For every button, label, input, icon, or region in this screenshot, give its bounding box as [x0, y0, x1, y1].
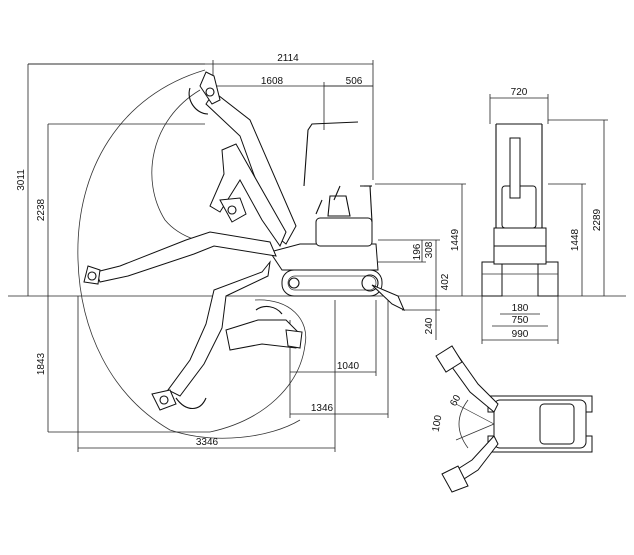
dim-label-2238: 2238: [36, 198, 47, 221]
dim-label-308: 308: [424, 241, 435, 258]
boom-mid: [209, 143, 287, 248]
bucket-low: [83, 265, 101, 285]
track: [281, 269, 383, 297]
boom-arm-mid: [209, 143, 287, 248]
engine-cover: [315, 217, 373, 247]
front-view: 720 2289 1448 180 750 990: [481, 87, 608, 344]
upper-structure: [269, 243, 379, 271]
track-left-front: [481, 261, 503, 297]
bucket-swing-high: [188, 87, 209, 115]
body-front: [493, 227, 547, 247]
dim-label-2114: 2114: [277, 53, 299, 64]
dim-label-2289: 2289: [592, 208, 603, 231]
boom-low: [83, 231, 277, 285]
swing-line-right: [455, 423, 495, 441]
dim-label-3346: 3346: [196, 437, 219, 448]
drive-sprocket: [361, 274, 379, 292]
boom-front: [509, 137, 521, 199]
top-view: 60 100: [431, 345, 593, 493]
seat-top: [539, 403, 575, 445]
dim-label-1346: 1346: [311, 403, 334, 414]
swing-line-left: [455, 403, 495, 425]
boom-dig: [151, 260, 303, 411]
canopy-front: [495, 123, 543, 240]
dim-label-720: 720: [511, 87, 528, 98]
dim-label-1448: 1448: [570, 228, 581, 251]
seat: [327, 195, 351, 217]
dim-label-1608: 1608: [261, 76, 284, 87]
bucket-pin-dig: [159, 395, 169, 405]
bucket-dig-low: [151, 389, 177, 411]
canopy-rear: [360, 185, 373, 223]
bucket-pin-mid: [227, 205, 237, 215]
swing-arc: [458, 399, 469, 449]
dim-label-196: 196: [412, 243, 423, 260]
dim-label-750: 750: [512, 315, 529, 326]
side-view: 2114 1608 506 3011 2238 1843 3346 1040 1…: [8, 53, 626, 452]
bucket-dig-mid: [285, 329, 303, 349]
bucket-swing-dig: [175, 397, 207, 410]
boom-arm-high: [205, 91, 297, 245]
outer-reach-envelope: [77, 69, 301, 439]
bucket-pin-high: [205, 87, 215, 97]
track-right-front: [537, 261, 559, 297]
dim-label-990: 990: [512, 329, 529, 340]
swing-label-left: 60: [448, 393, 463, 409]
blade-front: [493, 245, 547, 265]
dim-label-240: 240: [424, 317, 435, 334]
boom-arm-dig: [167, 260, 271, 397]
canopy-frame: [303, 121, 359, 187]
dig-depth-envelope: [209, 299, 307, 433]
bucket-pin-low: [87, 271, 97, 281]
swing-label-right: 100: [431, 414, 445, 433]
dim-label-506: 506: [346, 76, 363, 87]
lever-left: [315, 199, 323, 215]
dim-label-1040: 1040: [337, 361, 360, 372]
dim-label-1449: 1449: [450, 228, 461, 251]
excavator-front: [481, 123, 559, 297]
bucket-top-right: [441, 465, 469, 493]
dim-label-180: 180: [512, 303, 529, 314]
bucket-top-left: [435, 345, 463, 373]
track-inner: [287, 275, 377, 291]
excavator-side: [269, 121, 405, 312]
boom-arm-low: [95, 231, 277, 283]
dim-label-3011: 3011: [16, 169, 27, 191]
dozer-blade: [371, 284, 405, 312]
idler-wheel: [288, 277, 300, 289]
dim-label-402: 402: [440, 273, 451, 290]
lever-right: [333, 185, 341, 201]
bucket-mid: [219, 197, 247, 223]
bucket-swing-mid: [255, 305, 283, 315]
dim-label-1843: 1843: [36, 352, 47, 375]
